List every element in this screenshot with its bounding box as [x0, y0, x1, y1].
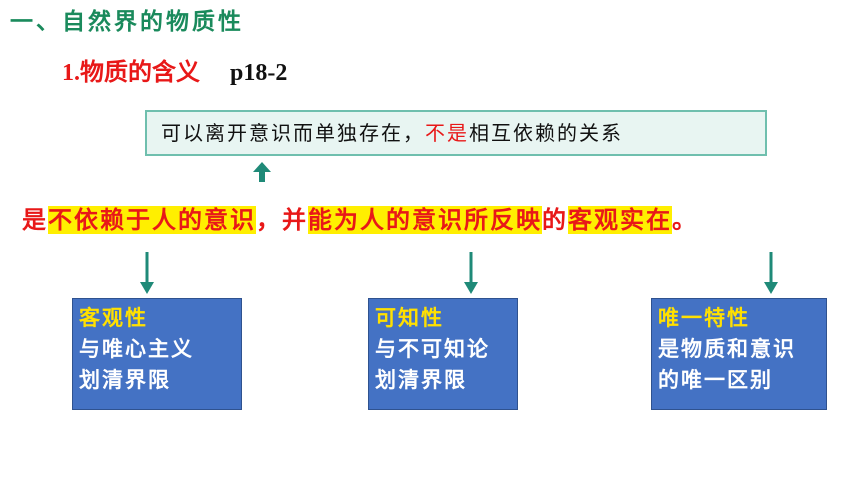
down-arrow-icon: [140, 252, 154, 294]
card-line: 的唯一区别: [658, 368, 773, 392]
definition-highlight-1: 不依赖于人的意识: [48, 206, 256, 234]
card-title: 唯一特性: [658, 306, 750, 330]
card-title: 可知性: [375, 306, 444, 330]
definition-p2: ，并: [256, 206, 308, 234]
definition-p1: 是: [22, 206, 48, 234]
page-reference: p18-2: [230, 60, 288, 86]
note-emphasis: 不是: [425, 121, 469, 145]
definition-highlight-3: 客观实在: [568, 206, 672, 234]
definition-sentence: 是不依赖于人的意识，并能为人的意识所反映的客观实在。: [22, 200, 698, 235]
definition-highlight-2: 能为人的意识所反映: [308, 206, 542, 234]
card-line: 划清界限: [79, 368, 171, 392]
subtitle: 1.物质的含义 p18-2: [62, 52, 287, 87]
card-objectivity: 客观性 与唯心主义 划清界限: [72, 298, 242, 410]
note-part1: 可以离开意识而单独存在，: [161, 121, 425, 145]
note-box: 可以离开意识而单独存在，不是相互依赖的关系: [145, 110, 767, 156]
card-line: 与不可知论: [375, 337, 490, 361]
card-uniqueness: 唯一特性 是物质和意识 的唯一区别: [651, 298, 827, 410]
subtitle-number: 1.: [62, 60, 80, 86]
down-arrow-icon: [764, 252, 778, 294]
card-line: 划清界限: [375, 368, 467, 392]
card-knowability: 可知性 与不可知论 划清界限: [368, 298, 518, 410]
note-part2: 相互依赖的关系: [469, 121, 623, 145]
card-line: 与唯心主义: [79, 337, 194, 361]
card-line: 是物质和意识: [658, 337, 796, 361]
definition-p3: 的: [542, 206, 568, 234]
definition-p4: 。: [672, 206, 698, 234]
subtitle-text: 物质的含义: [80, 58, 200, 86]
down-arrow-icon: [464, 252, 478, 294]
section-title: 一、自然界的物质性: [10, 9, 244, 35]
up-arrow-icon: [253, 162, 271, 182]
card-title: 客观性: [79, 306, 148, 330]
